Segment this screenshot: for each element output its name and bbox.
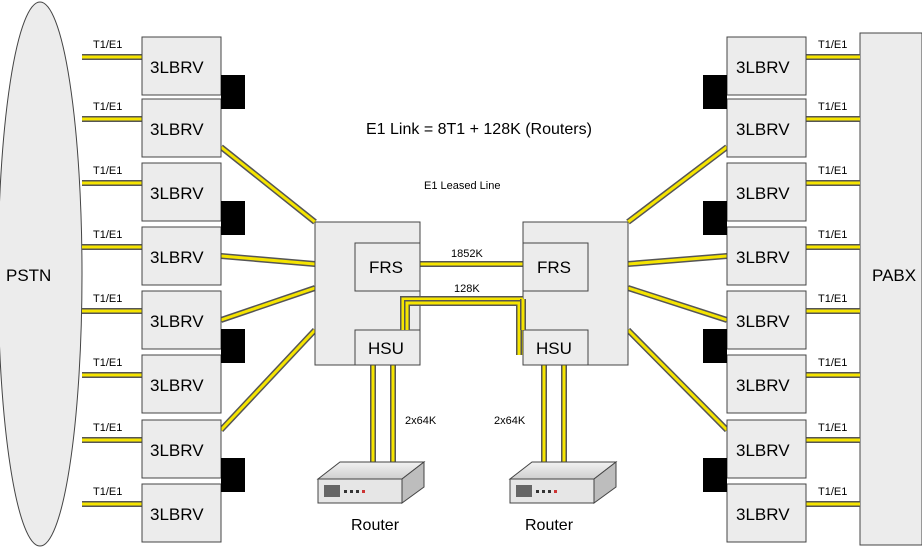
- left-3lbrv-label-4: 3LBRV: [150, 248, 204, 267]
- left-frs-label: FRS: [369, 258, 403, 277]
- right-3lbrv-label-2: 3LBRV: [736, 120, 790, 139]
- left-connector-block-4: [221, 458, 245, 492]
- left-device-column: T1/E1 3LBRV T1/E1 3LBRV T1/E1 3LBRV T1/E1 3LBRV…: [82, 36, 318, 543]
- right-trunk-link-4-core: [627, 254, 728, 266]
- left-t1e1-label-4: T1/E1: [93, 229, 122, 241]
- right-t1e1-label-8: T1/E1: [818, 486, 847, 498]
- left-3lbrv-label-6: 3LBRV: [150, 376, 204, 395]
- left-t1e1-label-5: T1/E1: [93, 293, 122, 305]
- right-router: [508, 460, 618, 504]
- right-connector-block-1: [703, 75, 727, 109]
- right-3lbrv-label-5: 3LBRV: [736, 312, 790, 331]
- right-3lbrv-label-8: 3LBRV: [736, 505, 790, 524]
- right-trunk-link-5-core: [627, 286, 728, 322]
- right-3lbrv-label-7: 3LBRV: [736, 441, 790, 460]
- left-trunk-link-5-core: [220, 286, 316, 322]
- pabx-block: [859, 32, 922, 546]
- left-3lbrv-box-1: [141, 36, 222, 96]
- right-hsu-box: [522, 329, 589, 366]
- right-3lbrv-box-3: [726, 162, 807, 222]
- left-router: [316, 460, 426, 504]
- right-connector-block-4: [703, 458, 727, 492]
- left-speed-2x64-label: 2x64K: [405, 415, 437, 427]
- right-3lbrv-box-1: [726, 36, 807, 96]
- left-3lbrv-label-5: 3LBRV: [150, 312, 204, 331]
- left-3lbrv-box-7: [141, 419, 222, 479]
- left-connector-block-3: [221, 329, 245, 363]
- right-t1e1-label-3: T1/E1: [818, 165, 847, 177]
- left-connector-block-1: [221, 75, 245, 109]
- speed-128-label: 128K: [454, 283, 480, 295]
- left-3lbrv-label-3: 3LBRV: [150, 184, 204, 203]
- right-3lbrv-box-7: [726, 419, 807, 479]
- right-t1e1-label-1: T1/E1: [818, 39, 847, 51]
- pabx-label: PABX: [872, 266, 916, 285]
- left-t1e1-label-2: T1/E1: [93, 101, 122, 113]
- left-trunk-link-2-core: [220, 145, 316, 224]
- left-connector-block-2: [221, 201, 245, 235]
- left-trunk-link-7-core: [219, 328, 317, 432]
- left-hsu-box: [354, 329, 421, 366]
- right-3lbrv-box-6: [726, 354, 807, 414]
- left-3lbrv-box-3: [141, 162, 222, 222]
- right-trunk-link-7-core: [626, 328, 729, 432]
- right-device-column: T1/E1 3LBRV T1/E1 3LBRV T1/E1 3LBRV T1/E1 3LBRV…: [625, 36, 860, 543]
- right-3lbrv-box-4: [726, 226, 807, 286]
- right-3lbrv-box-2: [726, 98, 807, 158]
- left-3lbrv-box-8: [141, 483, 222, 543]
- right-3lbrv-label-4: 3LBRV: [736, 248, 790, 267]
- right-frs-box: [522, 242, 589, 292]
- right-t1e1-label-6: T1/E1: [818, 357, 847, 369]
- left-t1e1-label-7: T1/E1: [93, 422, 122, 434]
- right-router-label: Router: [525, 517, 574, 534]
- left-trunk-link-4-core: [220, 254, 316, 266]
- left-3lbrv-box-5: [141, 290, 222, 350]
- left-router-label: Router: [351, 517, 400, 534]
- pstn-cloud: [0, 1, 83, 547]
- right-t1e1-label-5: T1/E1: [818, 293, 847, 305]
- left-t1e1-label-6: T1/E1: [93, 357, 122, 369]
- right-3lbrv-label-1: 3LBRV: [736, 58, 790, 77]
- right-trunk-link-2-core: [627, 145, 728, 224]
- left-t1e1-label-1: T1/E1: [93, 39, 122, 51]
- left-3lbrv-box-4: [141, 226, 222, 286]
- right-t1e1-label-4: T1/E1: [818, 229, 847, 241]
- leased-line-label: E1 Leased Line: [424, 180, 500, 192]
- speed-1852-label: 1852K: [451, 248, 483, 260]
- right-hsu-label: HSU: [536, 339, 572, 358]
- left-hsu-label: HSU: [368, 339, 404, 358]
- left-frs-box: [354, 242, 421, 292]
- pstn-label: PSTN: [6, 266, 51, 285]
- right-connector-block-2: [703, 201, 727, 235]
- right-t1e1-label-7: T1/E1: [818, 422, 847, 434]
- right-frs-label: FRS: [537, 258, 571, 277]
- left-3lbrv-label-7: 3LBRV: [150, 441, 204, 460]
- right-t1e1-label-2: T1/E1: [818, 101, 847, 113]
- right-3lbrv-box-5: [726, 290, 807, 350]
- left-3lbrv-label-2: 3LBRV: [150, 120, 204, 139]
- right-3lbrv-label-3: 3LBRV: [736, 184, 790, 203]
- diagram-title: E1 Link = 8T1 + 128K (Routers): [366, 121, 592, 138]
- right-speed-2x64-label: 2x64K: [494, 415, 526, 427]
- left-t1e1-label-8: T1/E1: [93, 486, 122, 498]
- right-connector-block-3: [703, 329, 727, 363]
- left-3lbrv-label-8: 3LBRV: [150, 505, 204, 524]
- right-3lbrv-box-8: [726, 483, 807, 543]
- left-3lbrv-label-1: 3LBRV: [150, 58, 204, 77]
- right-3lbrv-label-6: 3LBRV: [736, 376, 790, 395]
- left-3lbrv-box-6: [141, 354, 222, 414]
- left-3lbrv-box-2: [141, 98, 222, 158]
- left-t1e1-label-3: T1/E1: [93, 165, 122, 177]
